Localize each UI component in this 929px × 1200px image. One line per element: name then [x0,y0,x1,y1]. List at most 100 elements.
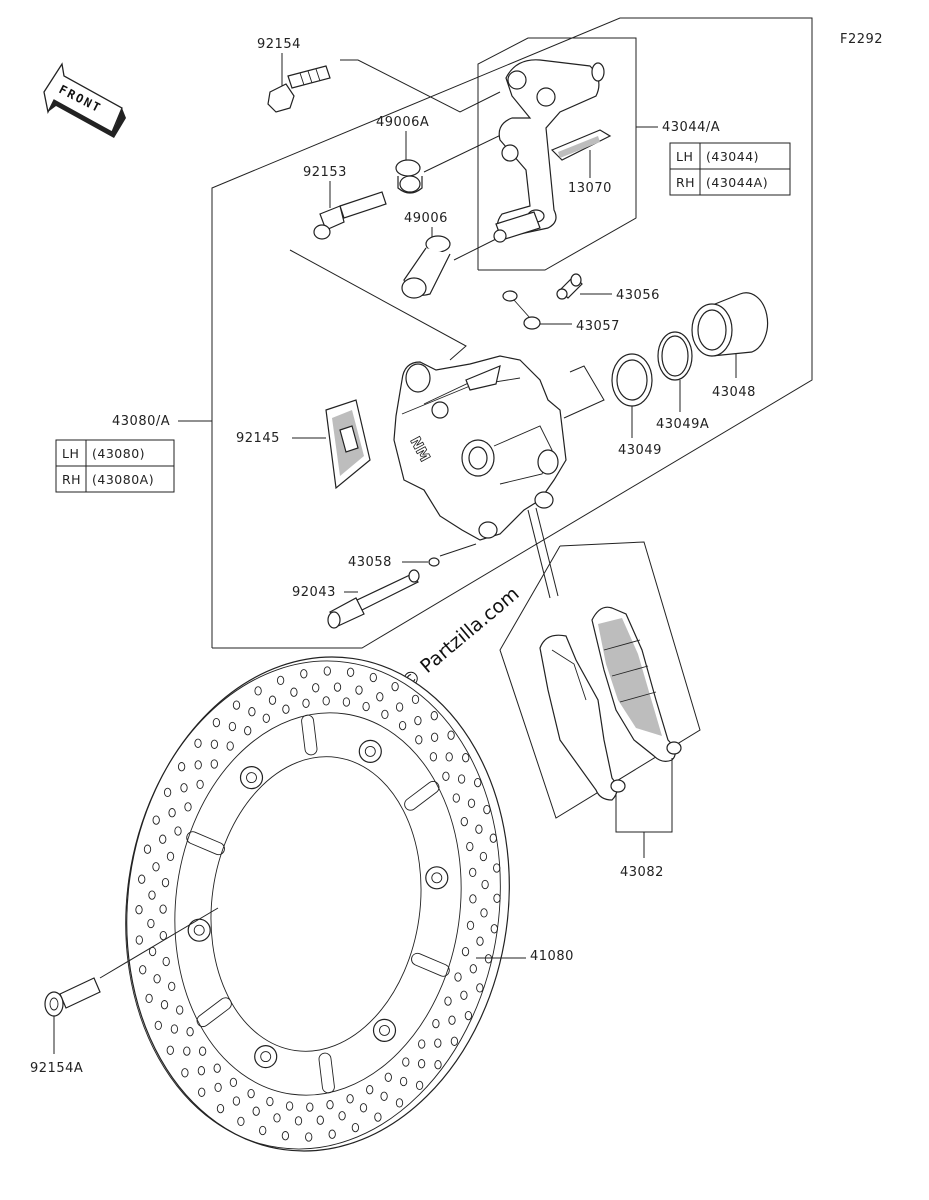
disc-hole [362,701,370,712]
disc-hole [135,905,143,915]
svg-text:(43044): (43044) [706,149,759,164]
label-92154: 92154 [257,37,301,52]
disc-hole [338,1111,346,1121]
label-43056: 43056 [616,288,660,303]
disc-hole [469,894,477,904]
disc-hole [168,808,176,818]
disc-hole [166,851,175,862]
disc-hole [460,990,468,1000]
disc-slot [196,997,232,1028]
disc-hole [194,760,202,770]
disc-hole [290,687,298,697]
disc-mount-boss [372,1018,397,1043]
disc-mount-boss [254,1044,278,1069]
disc-hole [417,1059,426,1069]
svg-text:LH: LH [676,149,693,164]
disc-hole [248,707,256,717]
disc-hole [162,956,170,967]
brake-disc-41080 [125,656,510,1152]
disc-hole [273,1113,281,1123]
disc-hole [294,1116,303,1126]
disc-hole [152,815,160,825]
label-43044A: 43044/A [662,120,720,135]
disc-hole [300,669,308,679]
boot-49006 [401,235,451,299]
disc-hole [198,1087,206,1097]
disc-hole [244,726,252,736]
disc-mount-boss [187,918,211,942]
disc-mount-boss [425,866,449,890]
disc-hole [450,1036,459,1046]
label-43048: 43048 [712,385,756,400]
disc-hole [166,1045,174,1055]
disc-hole [376,692,384,702]
disc-hole [480,908,488,918]
piston-43048 [691,292,769,357]
pads-outline [499,541,701,819]
disc-hole [366,1085,374,1095]
disc-hole [159,904,167,914]
disc-hole [252,1106,260,1116]
disc-mount-hole [193,924,205,936]
label-92154A: 92154A [30,1061,83,1076]
disc-hole [432,1018,440,1029]
disc-slot [301,714,318,756]
disc-bosses [187,739,449,1069]
disc-hole [176,1005,184,1015]
disc-hole [467,798,476,808]
disc-mount-boss [358,739,382,764]
disc-hole [305,1132,313,1142]
disc-hole [414,715,422,726]
disc-hole [196,779,204,790]
disc-hole [434,1038,442,1048]
disc-hole [447,730,455,740]
disc-hole [135,935,143,945]
disc-hole [346,667,355,677]
disc-hole [143,844,152,854]
disc-hole [322,696,330,706]
svg-text:(43080): (43080) [92,446,145,461]
disc-hole [479,851,488,862]
disc-hole [163,787,172,798]
svg-text:RH: RH [676,175,695,190]
label-43080A: 43080/A [112,414,170,429]
disc-hole [161,877,170,888]
disc-slots [186,714,450,1094]
disc-hole [418,1039,426,1049]
disc-hole [475,824,483,834]
disc-hole [415,735,423,745]
disc-hole [454,972,462,982]
disc-hole [232,1096,241,1106]
disc-hole [184,802,192,812]
pad-spring-92145 [325,399,371,490]
disc-hole [444,996,452,1006]
label-49006: 49006 [404,211,448,226]
disc-hole [312,683,320,693]
disc-slot [318,1052,335,1094]
disc-hole [483,804,491,815]
disc-hole [462,753,470,763]
disc-slot [411,952,450,977]
disc-hole [168,981,176,992]
bracket-43044 [493,59,605,243]
caliper-table: LH (43080) RH (43080A) [55,439,175,493]
disc-hole [198,1046,207,1056]
disc-hole [266,1096,274,1107]
disc-hole [153,974,161,984]
caliper-body-43080: NM [393,355,567,541]
disc-hole [333,682,342,692]
disc-hole [228,721,237,732]
disc-hole [323,666,331,676]
disc-hole [359,1103,368,1113]
pad-pin-92043 [327,569,420,629]
disc-hole [395,1098,404,1108]
disc-hole [466,920,475,931]
disc-hole [484,954,493,964]
disc-mount-hole [379,1024,390,1036]
label-41080: 41080 [530,949,574,964]
disc-slot [404,780,440,811]
disc-hole [145,993,153,1004]
disc-hole [474,777,482,788]
disc-hole [493,893,501,903]
